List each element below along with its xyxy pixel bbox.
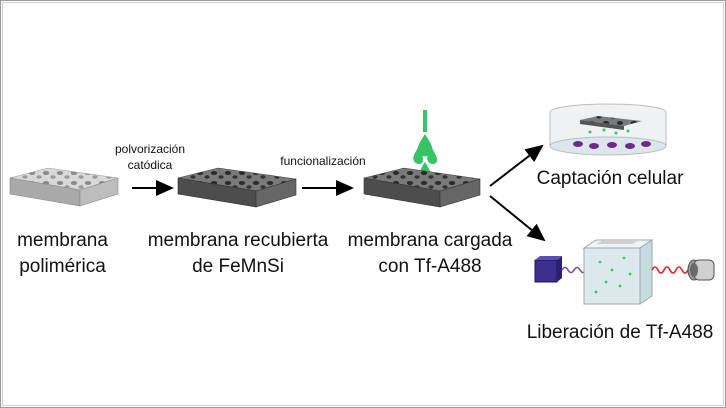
light-source-icon xyxy=(534,256,562,283)
release-label: Liberación de Tf-A488 xyxy=(526,322,714,343)
loaded-membrane-icon xyxy=(363,167,481,208)
polymeric-membrane-icon xyxy=(9,167,119,207)
detector-icon xyxy=(687,259,715,281)
cell-uptake-label: Captación celular xyxy=(536,168,684,189)
cuvette-icon xyxy=(582,239,654,305)
loaded-membrane-label: membrana cargada con Tf-A488 xyxy=(347,230,513,277)
cell-culture-dish-icon xyxy=(549,103,667,156)
functionalization-label: funcionalización xyxy=(280,154,366,168)
polymeric-membrane-label: membrana polimérica xyxy=(17,230,108,277)
release-arrow xyxy=(489,195,546,242)
sputtering-label: polvorización catódica xyxy=(114,142,186,172)
uptake-arrow xyxy=(489,144,544,187)
dropper-icon xyxy=(413,110,438,178)
coated-membrane-label: membrana recubierta de FeMnSi xyxy=(147,230,329,277)
emission-wave xyxy=(651,266,689,274)
coated-membrane-icon xyxy=(177,167,297,208)
